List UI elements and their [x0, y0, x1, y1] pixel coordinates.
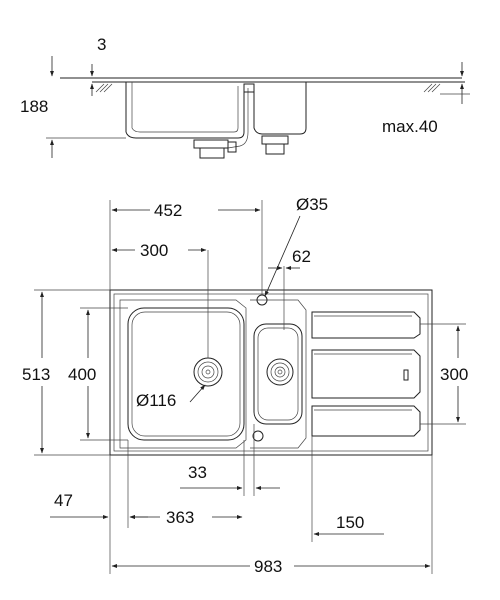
waste-trap-left: [193, 139, 237, 159]
side-small-bowl: [253, 82, 307, 135]
dim-overall-depth: 513: [22, 365, 50, 384]
waste-trap-right: [261, 135, 289, 155]
main-drain: [193, 357, 223, 387]
dim-overall-width: 983: [254, 557, 282, 576]
dim-drain-diameter: Ø116: [136, 391, 176, 410]
overflow-hole: [252, 430, 264, 442]
small-drain: [266, 358, 294, 386]
sink-outline: [109, 289, 433, 456]
dim-side-depth: 188: [20, 97, 48, 116]
countertop-hatch-right: [423, 83, 441, 93]
dim-counter-max: max.40: [382, 117, 438, 136]
dim-bowl-gap: 33: [188, 463, 207, 482]
top-view: 452 Ø35 300 62 513 400 300 Ø116: [22, 195, 468, 576]
drainer-area: [311, 311, 421, 437]
countertop-hatch-left: [95, 83, 113, 93]
dim-main-bowl-width: 363: [166, 508, 194, 527]
dim-main-bowl-depth: 400: [68, 365, 96, 384]
dim-drainer-offset: 150: [336, 513, 364, 532]
dim-drainer-depth: 300: [440, 365, 468, 384]
dim-lip-thickness: 3: [97, 35, 106, 54]
main-bowl: [127, 307, 245, 441]
small-bowl: [253, 323, 303, 425]
dim-main-bowl-center: 300: [140, 241, 168, 260]
side-main-bowl: [125, 82, 245, 139]
dim-left-margin: 47: [54, 491, 73, 510]
dim-tap-width: 452: [154, 201, 182, 220]
dim-small-bowl-offset: 62: [292, 247, 311, 266]
side-view: 3 188 max.40: [20, 35, 470, 159]
dim-tap-diameter: Ø35: [296, 195, 328, 214]
